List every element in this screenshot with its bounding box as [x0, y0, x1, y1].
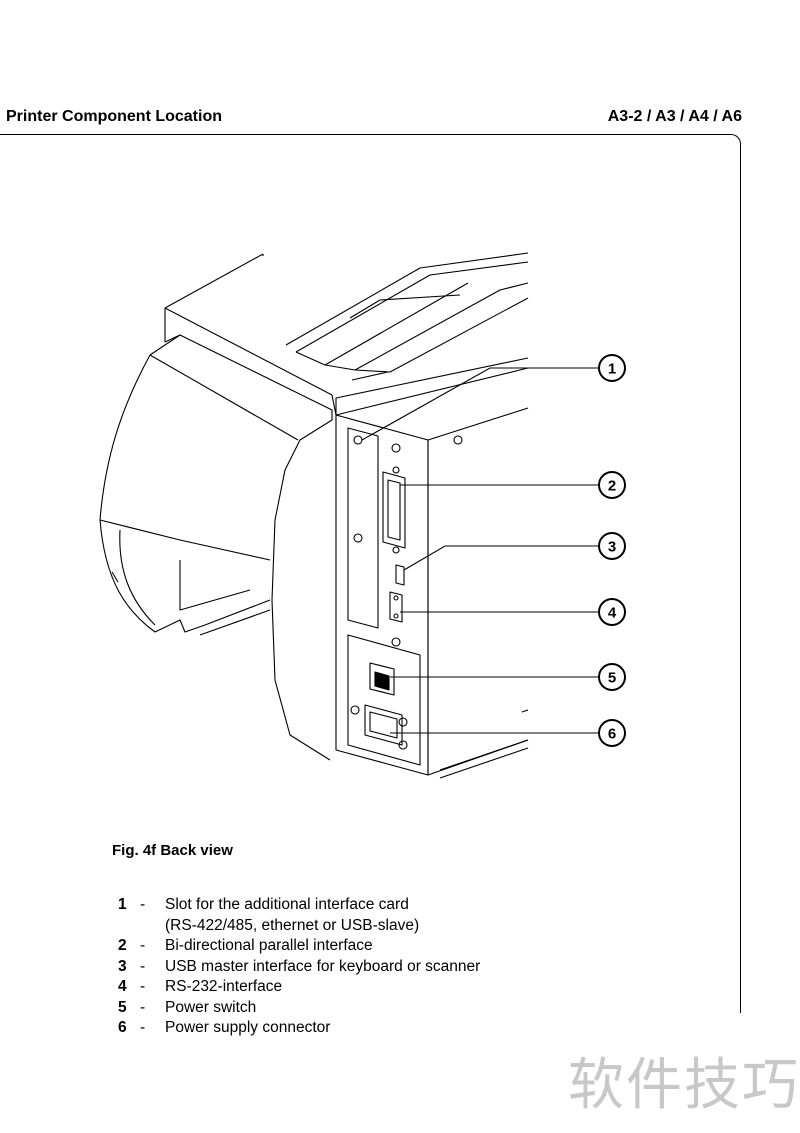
legend-text: USB master interface for keyboard or sca…: [165, 957, 481, 975]
legend-text: Power switch: [165, 998, 257, 1016]
page-header-title: Printer Component Location: [6, 108, 222, 125]
svg-text:3: 3: [608, 539, 616, 556]
legend-number: 3: [118, 957, 127, 975]
svg-text:4: 4: [608, 605, 617, 622]
legend-text: Bi-directional parallel interface: [165, 937, 373, 954]
legend-text: RS-232-interface: [165, 978, 283, 995]
callout-line-3: [403, 545, 598, 571]
component-legend: 1 - Slot for the additional interface ca…: [118, 895, 480, 1039]
callout-2: 2: [598, 471, 626, 499]
callout-3: 3: [598, 532, 626, 560]
svg-text:6: 6: [608, 726, 616, 743]
callout-4: 4: [598, 598, 626, 626]
legend-text: Power supply connector: [165, 1019, 331, 1036]
page-header-models: A3-2 / A3 / A4 / A6: [607, 108, 742, 125]
legend-text: Slot for the additional interface card: [165, 896, 409, 913]
legend-item: 5 - Power switch: [118, 998, 480, 1019]
svg-text:1: 1: [608, 361, 616, 378]
watermark: 软件技巧: [568, 1053, 800, 1118]
legend-number: 1: [118, 896, 127, 913]
page-frame: [0, 134, 741, 1014]
figure-caption: Fig. 4f Back view: [112, 842, 233, 859]
svg-text:2: 2: [608, 478, 616, 495]
legend-number: 4: [118, 978, 127, 995]
legend-number: 5: [118, 998, 127, 1016]
legend-subtext: (RS-422/485, ethernet or USB-slave): [165, 916, 420, 934]
legend-number: 6: [118, 1019, 127, 1036]
legend-item: 1 - Slot for the additional interface ca…: [118, 895, 480, 916]
legend-item: 6 - Power supply connector: [118, 1018, 480, 1039]
callout-line-1: [361, 367, 598, 441]
svg-text:5: 5: [608, 670, 616, 687]
legend-item: 3 - USB master interface for keyboard or…: [118, 957, 480, 978]
legend-item: 4 - RS-232-interface: [118, 977, 480, 998]
legend-number: 2: [118, 937, 127, 954]
callout-6: 6: [598, 719, 626, 747]
callout-5: 5: [598, 663, 626, 691]
callout-1: 1: [598, 354, 626, 382]
legend-item: 2 - Bi-directional parallel interface: [118, 936, 480, 957]
